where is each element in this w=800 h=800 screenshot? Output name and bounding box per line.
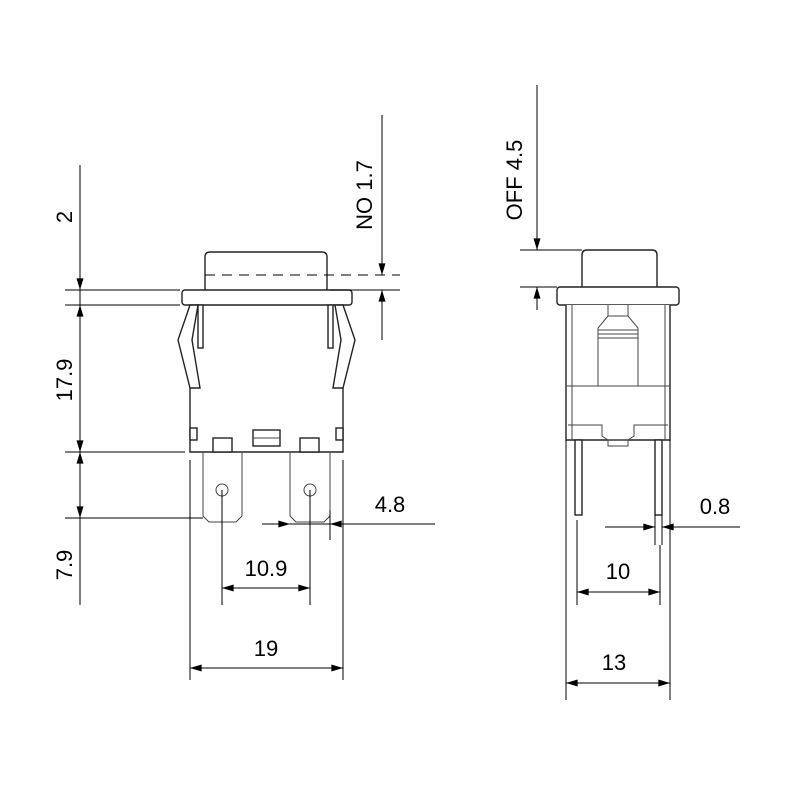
terminal-base — [299, 437, 320, 453]
pin-right — [654, 439, 663, 516]
left-clip — [177, 304, 201, 389]
side-body — [565, 305, 671, 441]
dim-terminal-width: 4.8 — [375, 492, 406, 517]
housing-body — [189, 388, 344, 453]
dim-no-travel: NO 1.7 — [352, 160, 377, 230]
dim-pin-width: 0.8 — [700, 494, 731, 519]
side-view — [556, 249, 680, 516]
side-button-cap — [581, 249, 658, 287]
button-cap — [204, 251, 328, 290]
side-dimensions: OFF 4.5 0.8 10 13 — [502, 85, 740, 700]
dim-overall-depth: 13 — [602, 650, 626, 675]
side-notch — [335, 427, 344, 441]
dim-off-travel: OFF 4.5 — [502, 140, 527, 221]
dim-terminal-pitch: 10.9 — [245, 556, 288, 581]
left-guide — [197, 304, 204, 349]
terminal-base — [212, 437, 233, 453]
dim-terminal-length: 7.9 — [52, 550, 77, 581]
flange — [181, 289, 353, 306]
side-notch — [189, 427, 198, 441]
side-flange — [556, 286, 680, 306]
right-clip — [332, 304, 356, 389]
front-dimensions: 2 17.9 7.9 NO 1.7 4.8 10.9 19 — [52, 115, 435, 680]
plunger — [597, 305, 639, 386]
dim-pin-pitch: 10 — [606, 559, 630, 584]
dim-body-height: 17.9 — [52, 359, 77, 402]
dim-overall-width: 19 — [254, 636, 278, 661]
dim-top-gap: 2 — [52, 211, 77, 223]
pin-left — [574, 439, 583, 516]
right-guide — [327, 304, 334, 349]
front-view — [177, 251, 400, 523]
